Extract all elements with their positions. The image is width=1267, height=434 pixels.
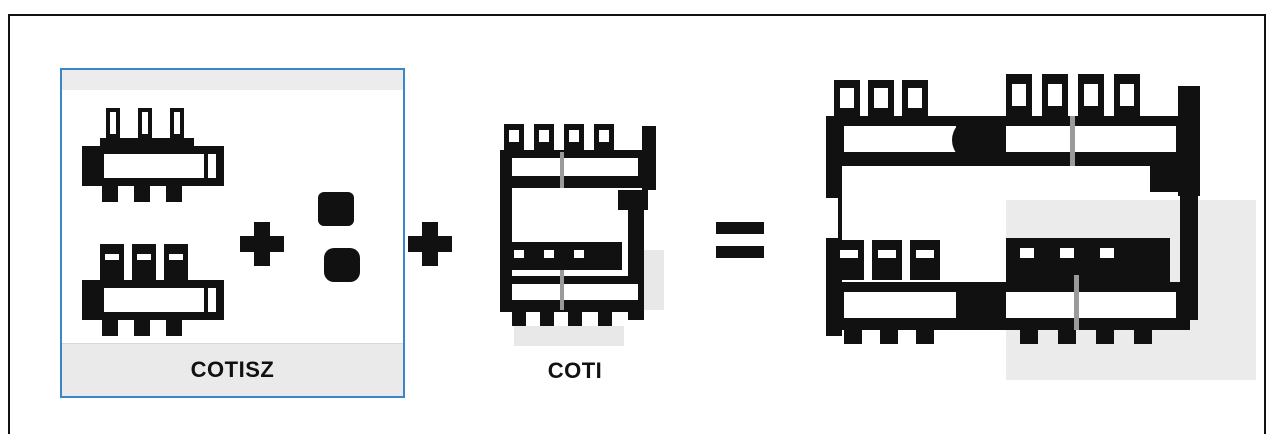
cotisz-label: COTISZ (190, 357, 275, 382)
combined-manifold-icon (826, 74, 1256, 380)
plus-icon (240, 222, 284, 266)
manifold-top-icon (82, 108, 224, 202)
cotisz-footer: COTISZ (62, 343, 403, 396)
equals-icon (716, 222, 764, 258)
coti-manifold-icon (500, 124, 664, 346)
card-top-band (62, 70, 403, 90)
connector-icon (318, 192, 360, 282)
coti-label: COTI (547, 358, 603, 383)
diagram-frame (8, 14, 1266, 434)
plus-icon (408, 222, 452, 266)
manifold-bottom-icon (82, 244, 224, 336)
